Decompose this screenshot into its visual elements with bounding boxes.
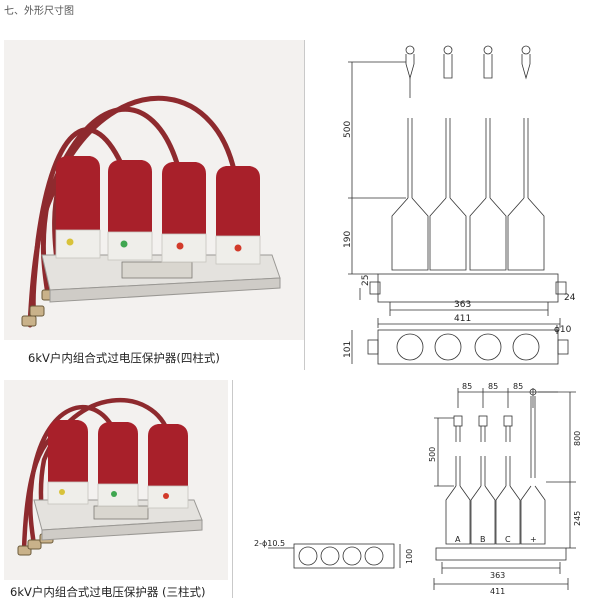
insulator-post-c <box>147 424 189 509</box>
dim-500-label-3: 500 <box>428 447 437 462</box>
post-c-rod <box>495 415 521 545</box>
post-label-plus: + <box>530 535 537 544</box>
post-label-a: A <box>455 535 461 544</box>
dim-100-label: 100 <box>405 549 414 564</box>
vertical-divider-bottom <box>232 380 233 598</box>
insulator-post-1 <box>55 156 101 259</box>
three-post-plan-view: 2-ϕ10.5 100 <box>254 539 414 569</box>
post-b-rod <box>470 415 496 545</box>
dim-101-label: 101 <box>343 341 353 358</box>
post-rod-1 <box>391 45 429 271</box>
section-heading: 七、外形尺寸图 <box>4 6 74 17</box>
dim-500-label: 500 <box>343 121 353 138</box>
four-post-caption: 6kV户内组合式过电压保护器(四柱式) <box>28 351 220 365</box>
dim-245-label: 245 <box>573 511 582 526</box>
four-post-product-photo <box>4 40 304 340</box>
three-post-dimension-drawing: 85 85 85 500 800 245 363 411 A B C + <box>428 382 582 596</box>
insulator-post-a <box>47 420 89 505</box>
dim-85c-label: 85 <box>513 382 523 391</box>
dim-411-label: 411 <box>454 314 471 324</box>
dim-85a-label: 85 <box>462 382 472 391</box>
vertical-divider-top <box>304 40 305 370</box>
insulator-post-3 <box>161 162 207 263</box>
three-post-product-photo <box>4 380 228 580</box>
dim-phi10-label: ϕ10 <box>554 325 572 335</box>
dim-85b-label: 85 <box>488 382 498 391</box>
dim-411-label-3: 411 <box>490 587 505 596</box>
dim-363-label: 363 <box>454 300 471 310</box>
dim-24-label: 24 <box>564 293 576 303</box>
three-post-caption: 6kV户内组合式过电压保护器 (三柱式) <box>10 585 206 599</box>
post-label-c: C <box>505 535 511 544</box>
four-post-dimension-drawing: 500 190 25 363 411 24 ϕ10 101 <box>343 45 576 365</box>
dim-190-label: 190 <box>343 231 353 248</box>
post-rod-3 <box>469 45 507 271</box>
post-a-rod <box>445 415 471 545</box>
four-post-arrester-illustration <box>21 95 281 328</box>
dim-363-label-3: 363 <box>490 571 505 580</box>
post-rod-4 <box>507 45 545 271</box>
three-post-arrester-illustration <box>17 397 203 556</box>
post-label-b: B <box>480 535 486 544</box>
dim-hole-label: 2-ϕ10.5 <box>254 539 285 548</box>
post-ground-rod <box>520 388 546 545</box>
insulator-post-2 <box>107 160 153 261</box>
insulator-post-4 <box>215 166 261 265</box>
dim-800-label: 800 <box>573 431 582 446</box>
insulator-post-b <box>97 422 139 507</box>
dim-25-label: 25 <box>361 275 371 286</box>
post-rod-2 <box>429 45 467 271</box>
